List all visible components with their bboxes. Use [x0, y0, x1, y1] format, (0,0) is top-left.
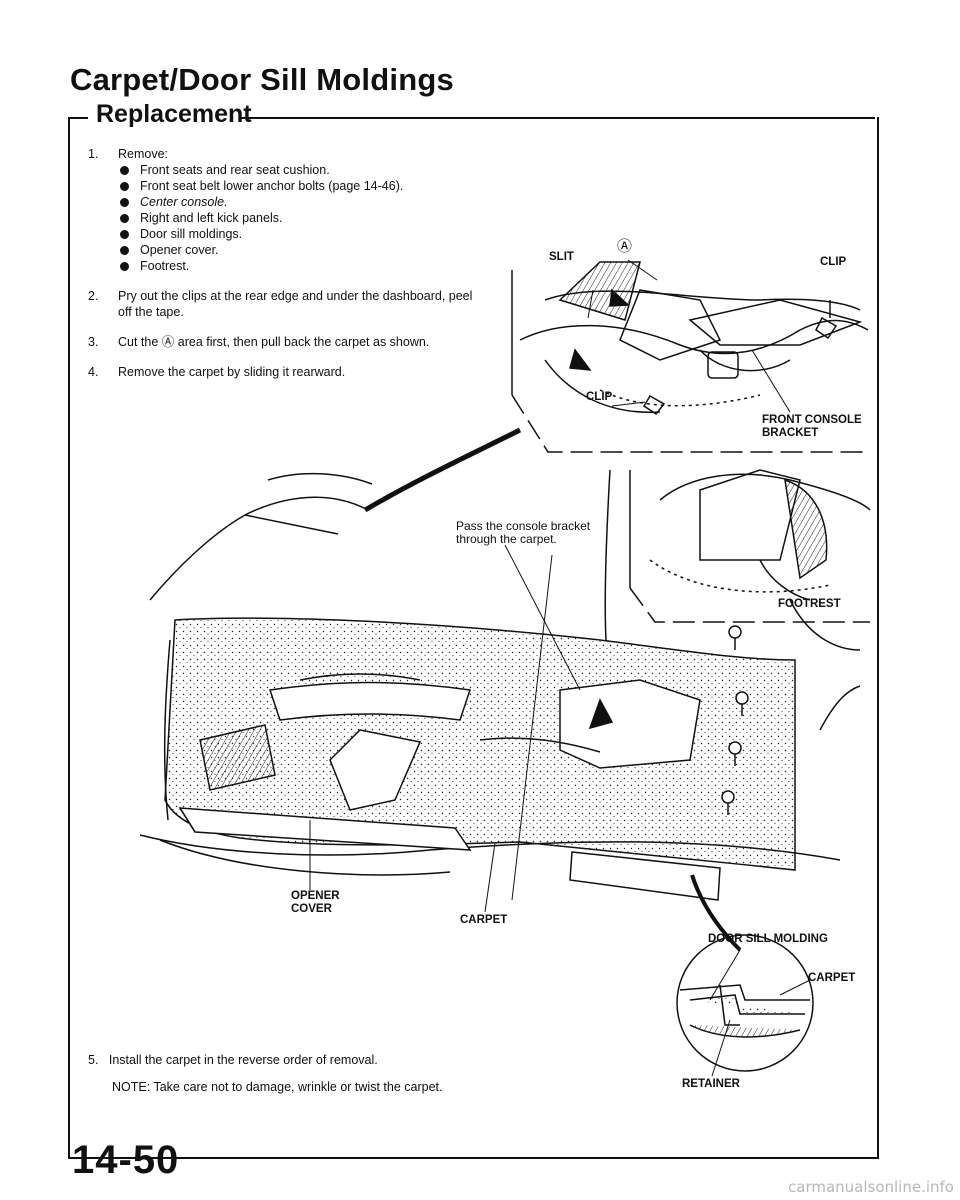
- sill-leaders: [709, 949, 811, 1077]
- door-sill-molding-left: [178, 807, 472, 851]
- callout-front-console-bracket: FRONT CONSOLE BRACKET: [762, 414, 862, 439]
- list-item: Footrest.: [118, 258, 473, 274]
- list-item: Center console.: [118, 194, 473, 210]
- content-frame: [68, 117, 879, 1159]
- watermark: carmanualsonline.info: [788, 1178, 954, 1196]
- section-rule-left: [68, 117, 88, 119]
- step-4: 4. Remove the carpet by sliding it rearw…: [88, 364, 473, 380]
- footrest-detail: [629, 469, 871, 623]
- step-text: Install the carpet in the reverse order …: [108, 1053, 378, 1067]
- clip-group-right: [721, 625, 749, 815]
- list-item: Front seat belt lower anchor bolts (page…: [118, 178, 473, 194]
- step-text: Pry out the clips at the rear edge and u…: [118, 289, 473, 319]
- section-heading: Replacement: [96, 100, 252, 128]
- callout-carpet: CARPET: [460, 914, 508, 926]
- main-leaders: [309, 544, 581, 913]
- page-title: Carpet/Door Sill Moldings: [70, 62, 454, 97]
- step-number: 4.: [88, 365, 99, 379]
- list-item: Right and left kick panels.: [118, 210, 473, 226]
- step-text: Remove:: [118, 147, 169, 161]
- callout-carpet-detail: CARPET: [808, 972, 856, 984]
- page-number: 14-50: [72, 1138, 180, 1182]
- detail-pointer-curve: [363, 427, 522, 513]
- section-rule-right: [240, 117, 875, 119]
- callout-door-sill-molding: DOOR SILL MOLDING: [708, 933, 828, 945]
- step-3: 3. Cut the Ⓐ area first, then pull back …: [88, 334, 473, 350]
- note: NOTE: Take care not to damage, wrinkle o…: [112, 1080, 443, 1094]
- callout-pass-console: Pass the console bracket through the car…: [456, 519, 591, 546]
- detail-leaders: [587, 259, 791, 413]
- callout-opener-cover: OPENER COVER: [291, 890, 340, 915]
- step-1: 1. Remove: Front seats and rear seat cus…: [88, 146, 473, 274]
- console-bracket-detail: [511, 261, 870, 453]
- callout-clip-left: CLIP: [586, 391, 613, 403]
- sill-section-detail: [676, 934, 814, 1072]
- door-sill-molding-right: [569, 851, 721, 901]
- list-item: Front seats and rear seat cushion.: [118, 162, 473, 178]
- callout-area-a: Ⓐ: [617, 238, 633, 255]
- step-text: Remove the carpet by sliding it rearward…: [118, 365, 346, 379]
- callout-slit: SLIT: [549, 251, 574, 263]
- list-item: Opener cover.: [118, 242, 473, 258]
- list-item: Door sill moldings.: [118, 226, 473, 242]
- step-number: 1.: [88, 147, 99, 161]
- carpet-floor: [164, 617, 796, 871]
- step-number: 2.: [88, 289, 99, 303]
- callout-retainer: RETAINER: [682, 1078, 740, 1090]
- sill-pointer: [690, 874, 742, 952]
- removal-list: Front seats and rear seat cushion. Front…: [118, 162, 473, 274]
- step-number: 3.: [88, 335, 99, 349]
- step-5: 5. Install the carpet in the reverse ord…: [88, 1052, 378, 1068]
- callout-clip-top: CLIP: [820, 256, 847, 268]
- step-text: Cut the Ⓐ area first, then pull back the…: [118, 335, 430, 349]
- callout-footrest: FOOTREST: [778, 598, 841, 610]
- steps-list: 1. Remove: Front seats and rear seat cus…: [88, 146, 473, 394]
- step-2: 2. Pry out the clips at the rear edge an…: [88, 288, 473, 320]
- step-number: 5.: [88, 1053, 99, 1067]
